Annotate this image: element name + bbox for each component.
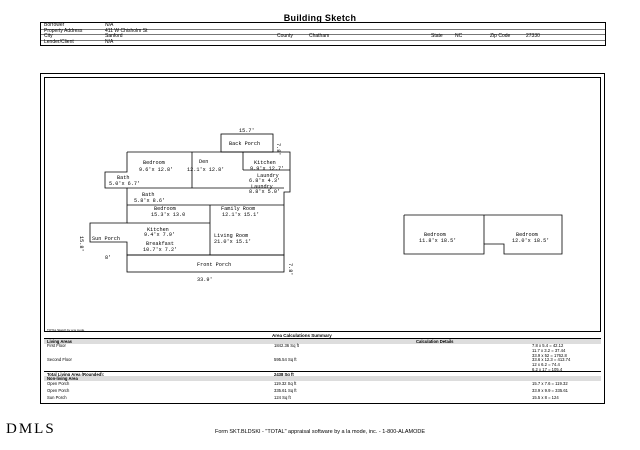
room-bedroom-4-dim: 12.0'x 18.5' [512,238,549,244]
address-value: 411 W Chisholm St [105,27,148,34]
header-row-lender: Lender/Client N/A [41,38,605,46]
room-living-dim: 21.0'x 15.1' [214,239,251,245]
room-laundry-1: Laundry [257,173,279,179]
state-label: State [431,33,443,39]
address-label: Property Address [44,27,83,34]
sketch-note: TOTAL Sketch by a la mode [47,328,85,332]
sketch-area [44,77,601,332]
state-value: NC [455,33,463,39]
room-breakfast: Breakfast [146,241,174,247]
room-breakfast-dim: 10.7'x 7.2' [143,247,177,253]
county-label: County [277,33,293,39]
room-bath-1: Bath [117,175,129,181]
city-label: City [44,33,53,39]
lender-label: Lender/Client [44,38,74,45]
city-value: Sanford [105,33,123,39]
dim-house-width: 33.9' [197,277,213,283]
dim-sun-porch-length: 15.8' [78,236,84,252]
sketch-frame [40,73,605,404]
room-bedroom-2: Bedroom [154,206,176,212]
room-bath-2: Bath [142,192,154,198]
dim-back-porch-depth: 7.8' [275,143,281,155]
room-laundry-1-dim: 6.8'x 4.3' [249,178,280,184]
header-row-address: Property Address 411 W Chisholm St [41,27,605,35]
room-laundry-2-dim: 8.8'x 5.0' [249,189,280,195]
room-den-dim: 12.1'x 12.8' [187,167,224,173]
room-kitchen-1-dim: 9.9'x 12.7' [250,166,284,172]
room-living: Living Room [214,233,248,239]
room-bedroom-3: Bedroom [424,232,446,238]
room-den: Den [199,159,208,165]
header-row-borrower: Borrower N/A [41,22,605,30]
room-bath-1-dim: 5.0'x 6.7' [109,181,140,187]
area-title: Area Calculations Summary [272,333,332,338]
mls-logo: DMLS [6,421,56,437]
room-family-dim: 12.1'x 15.1' [222,212,259,218]
room-back-porch: Back Porch [229,141,260,147]
footer-text: Form SKT.BLDSKI - "TOTAL" appraisal soft… [214,429,426,435]
header-row-city: City Sanford County Chatham State NC Zip… [41,33,605,41]
total-living-area: Total Living Area (Rounded): 2438 Sq ft [44,371,601,377]
room-bedroom-1: Bedroom [143,160,165,166]
lender-value: N/A [105,38,114,45]
dim-front-porch-depth: 7.8' [287,263,293,275]
room-laundry-2: Laundry [251,184,273,190]
room-bedroom-3-dim: 11.8'x 18.5' [419,238,456,244]
room-bedroom-2-dim: 15.3'x 13.0 [151,212,185,218]
room-bedroom-1-dim: 9.6'x 12.8' [139,167,173,173]
zip-value: 27330 [526,33,540,39]
room-kitchen-1: Kitchen [254,160,276,166]
room-front-porch: Front Porch [197,262,231,268]
room-bath-2-dim: 5.8'x 8.6' [134,198,165,204]
room-bedroom-4: Bedroom [516,232,538,238]
living-area-header: Living Areas Calculation Details [44,338,601,344]
room-sun-porch: Sun Porch [92,236,120,242]
page-title: Building Sketch [283,13,357,23]
room-kitchen-2-dim: 9.4'x 7.9' [144,232,175,238]
non-living-header: Non-living Area [44,376,601,381]
dim-back-porch-width: 15.7' [239,128,255,134]
county-value: Chatham [309,33,330,39]
room-family: Family Room [221,206,255,212]
room-kitchen-2: Kitchen [147,227,169,233]
dim-sun-porch-depth: 8' [105,255,111,261]
borrower-label: Borrower [44,22,65,28]
borrower-value: N/A [105,22,114,28]
header-info-box: Borrower N/A Property Address 411 W Chis… [40,22,606,46]
zip-label: Zip Code [490,33,511,39]
